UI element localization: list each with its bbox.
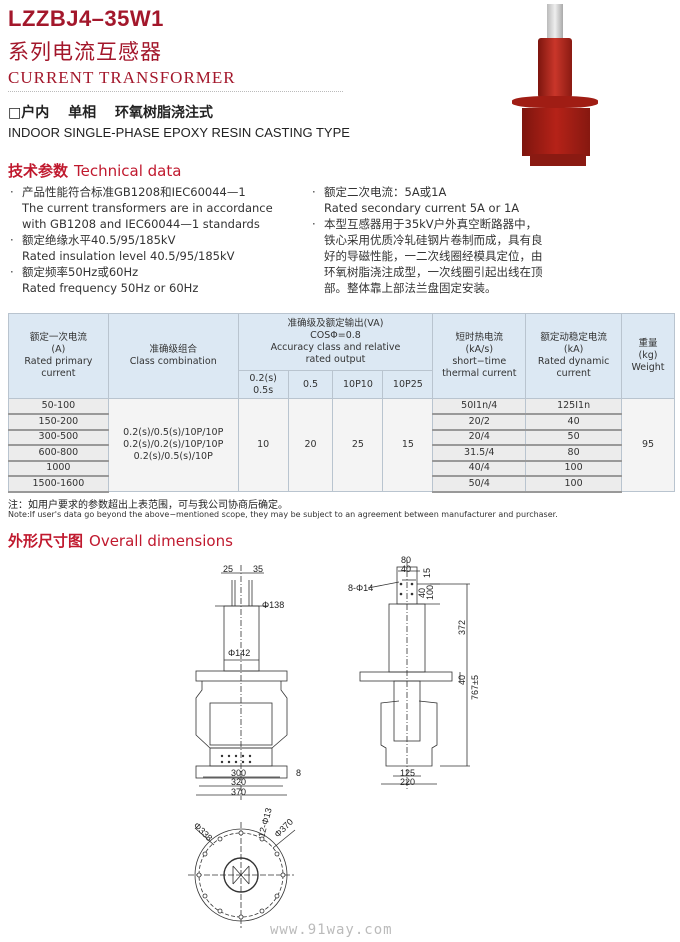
dim-label: 100 <box>425 585 435 600</box>
dim-label: Φ142 <box>228 648 250 658</box>
side-view <box>359 560 470 790</box>
dim-label: 300 <box>231 768 246 778</box>
table-cell: 25 <box>332 398 384 492</box>
table-cell: 31.5/4 <box>432 444 527 462</box>
table-cell: 50 <box>525 429 622 446</box>
english-title: CURRENT TRANSFORMER <box>8 68 236 87</box>
dim-label: 8 <box>296 768 301 778</box>
spec-item: 本型互感器用于35kV户外真空断路器中，铁心采用优质冷轧硅钢片卷制而成，具有良好… <box>310 216 610 296</box>
dim-label: 370 <box>231 787 246 797</box>
type-english: INDOOR SINGLE-PHASE EPOXY RESIN CASTING … <box>8 125 350 140</box>
table-cell: 600-800 <box>8 444 109 462</box>
dim-label: 15 <box>422 568 432 578</box>
table-cell: 125I1n <box>525 398 622 415</box>
header-weight: 重量(kg)Weight <box>621 313 675 399</box>
dim-label: 40 <box>457 675 467 685</box>
table-cell: 100 <box>525 460 622 477</box>
table-cell: 100 <box>525 475 622 493</box>
dim-label: 8-Φ14 <box>348 583 373 593</box>
watermark: www.91way.com <box>270 922 393 938</box>
dim-label: Φ138 <box>262 600 284 610</box>
table-cell: 50-100 <box>8 398 109 415</box>
table-cell: 20/2 <box>432 413 527 431</box>
dim-label: 372 <box>457 620 467 635</box>
header-sub: 0.5 <box>287 370 334 399</box>
product-photo <box>500 4 620 174</box>
dim-label: 220 <box>400 777 415 787</box>
dim-label: 25 <box>223 564 233 574</box>
table-cell: 15 <box>382 398 434 492</box>
header-sub: 0.2(s) 0.5s <box>237 370 289 399</box>
dim-label: 40 <box>401 564 411 574</box>
table-cell: 80 <box>525 444 622 462</box>
table-cell: 40 <box>525 413 622 431</box>
chinese-title: 系列电流互感器 <box>8 40 162 64</box>
header-sub: 10P25 <box>382 370 434 399</box>
bottom-view <box>188 822 296 928</box>
model-title: LZZBJ4–35W1 <box>8 6 164 31</box>
dim-label: 40 <box>417 588 427 598</box>
table-cell: 50/4 <box>432 475 527 493</box>
dim-label: 35 <box>253 564 263 574</box>
table-cell: 1000 <box>8 460 109 477</box>
header-sub: 10P10 <box>332 370 384 399</box>
table-cell: 20 <box>287 398 334 492</box>
table-cell: 150-200 <box>8 413 109 431</box>
dim-label: 767±5 <box>470 675 480 700</box>
front-view <box>195 565 288 800</box>
note-english: Note:If user's data go beyond the above−… <box>8 510 558 519</box>
dim-label: 320 <box>231 777 246 787</box>
dim-label: 80 <box>401 555 411 565</box>
table-cell: 1500-1600 <box>8 475 109 493</box>
table-cell: 20/4 <box>432 429 527 446</box>
type-chinese: □户内 单相 环氧树脂浇注式 <box>8 105 213 121</box>
dim-label: Φ370 <box>272 817 295 840</box>
note-chinese: 注：如用户要求的参数超出上表范围，可与我公司协商后确定。 <box>8 500 288 511</box>
table-cell: 50I1n/4 <box>432 398 527 415</box>
table-cell: 95 <box>621 398 675 492</box>
dim-label: 12-Φ13 <box>256 807 273 839</box>
table-cell: 10 <box>237 398 289 492</box>
divider <box>8 91 343 92</box>
table-cell: 300-500 <box>8 429 109 446</box>
dim-label: 125 <box>400 768 415 778</box>
table-cell: 40/4 <box>432 460 527 477</box>
